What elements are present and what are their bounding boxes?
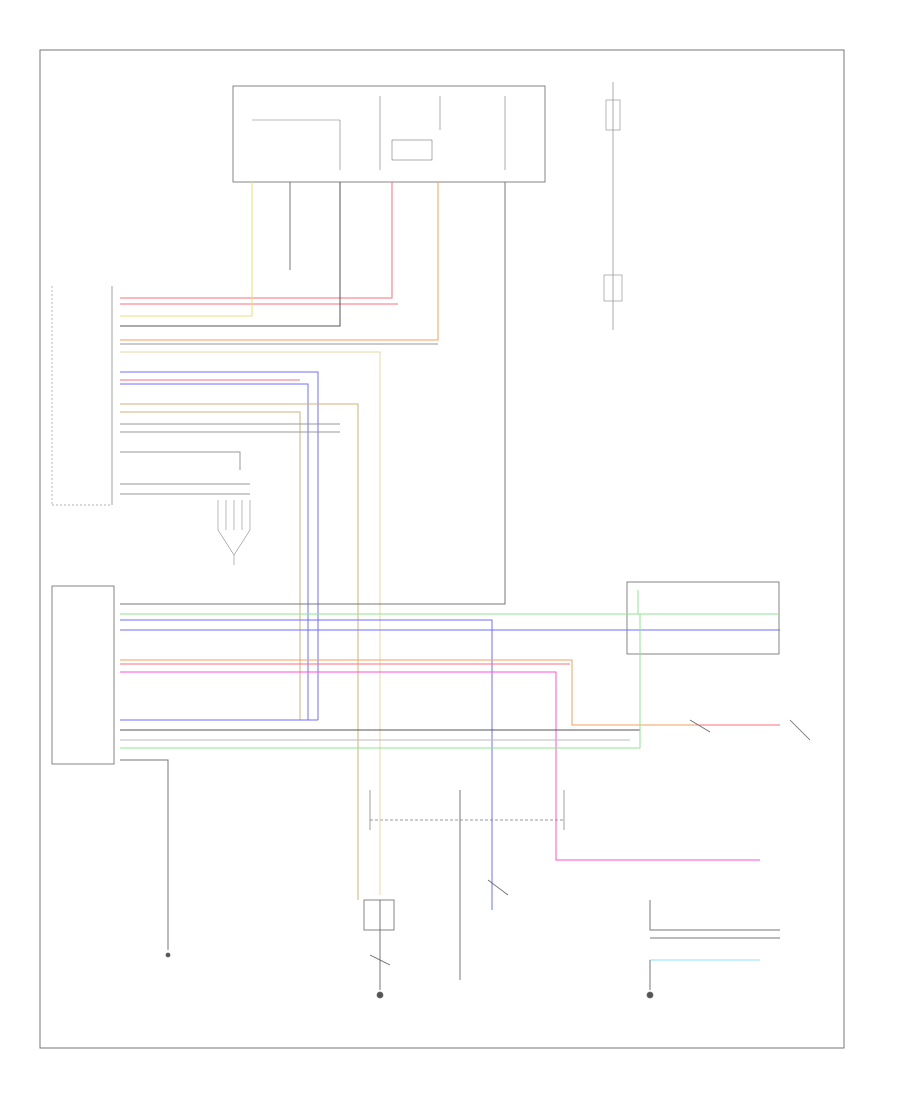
switch-symbols bbox=[165, 719, 811, 999]
bottom-connector bbox=[369, 790, 565, 830]
wires-engine bbox=[120, 182, 506, 900]
right-side-module bbox=[626, 581, 780, 655]
wires-transmission bbox=[120, 590, 780, 950]
transmission-control-module bbox=[51, 585, 115, 765]
fuse-relay-box bbox=[232, 85, 546, 183]
wires-bottom-right bbox=[379, 790, 780, 990]
diagram-frame bbox=[39, 49, 845, 1049]
engine-control-module bbox=[51, 286, 113, 506]
top-right-relay bbox=[603, 82, 623, 330]
ground-connector bbox=[217, 500, 251, 565]
